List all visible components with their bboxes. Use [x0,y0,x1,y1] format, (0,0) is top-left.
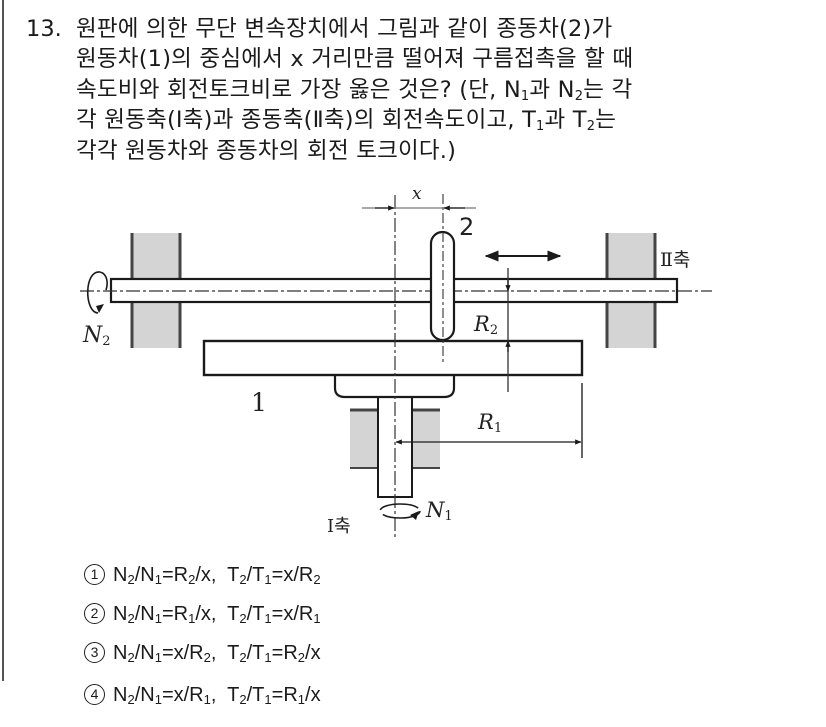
label-x: x [412,184,422,204]
subscript: 2 [127,611,135,626]
driving-disk-1 [202,339,584,377]
subscript: 2 [188,572,196,587]
text: /x [195,564,211,586]
subscript: 2 [127,572,135,587]
text: /x [305,642,321,664]
page-left-border [2,0,4,681]
label-R1: R1 [478,410,503,436]
subscript: 2 [297,650,306,665]
subscript: 1 [444,509,453,524]
subscript: 1 [520,89,530,104]
text: R [173,564,189,586]
text: N [140,603,155,625]
text: 는 각 [583,77,633,103]
text: 각 원동축(Ⅰ축)과 종동축(Ⅱ축)의 회전속도이고, T [76,107,537,133]
question-line-4: 각 원동축(Ⅰ축)과 종동축(Ⅱ축)의 회전속도이고, T1과 T2는 [76,105,616,135]
text: N [113,684,128,706]
cvt-disk-diagram [80,194,712,540]
subscript: 2 [203,650,211,665]
label-N1: N1 [426,498,453,524]
label-disk-1: 1 [251,388,267,417]
text: N [83,323,103,348]
text: N [140,642,155,664]
option-marker: 4 [84,684,105,705]
subscript: 2 [313,572,321,587]
text: 는 [595,107,617,133]
option-marker: 1 [84,564,105,585]
text: N [426,498,445,522]
subscript: 1 [203,692,211,707]
text: /x [195,603,211,625]
label-wheel-2: 2 [459,213,475,241]
dimension-R1 [395,383,583,458]
label-N2: N2 [83,323,111,348]
question-line-5: 각각 원동차와 종동차의 회전 토크이다.) [76,138,457,164]
text: x/R [173,642,204,664]
subscript: 2 [127,650,135,665]
label-axis-1: Ⅰ축 [327,516,351,537]
subscript: 1 [154,611,162,626]
subscript: 1 [297,692,306,707]
text: R [283,642,298,664]
text: 과 T [544,107,587,133]
subscript: 1 [188,611,196,626]
text: /x [305,684,321,706]
text: N [140,564,155,586]
subscript: 2 [102,334,111,349]
label-axis-2: Ⅱ축 [660,249,691,271]
rotation-N1-icon [379,503,421,520]
rotation-N2-icon [87,271,108,314]
text: R [173,603,189,625]
option-marker: 2 [84,603,105,624]
subscript: 1 [493,421,503,436]
text: R [283,684,298,706]
text: N [140,684,155,706]
shaft-axis-2 [80,277,712,304]
text: x/R [283,564,314,586]
question-line-3: 속도비와 회전토크비로 가장 옳은 것은? (단, N1과 N2는 각 [76,75,632,105]
subscript: 2 [127,692,135,707]
text: N [113,642,128,664]
subscript: 1 [154,692,162,707]
text: 속도비와 회전토크비로 가장 옳은 것은? (단, N [76,77,521,103]
question-number: 13. [26,16,62,42]
subscript: 1 [313,611,321,626]
text: x/R [173,684,204,706]
subscript: 2 [489,323,499,338]
text: x/R [283,603,314,625]
subscript: 2 [574,89,584,104]
text: N [113,564,128,586]
text: N [113,603,128,625]
subscript: 1 [154,572,162,587]
subscript: 2 [586,119,596,134]
question-line-1: 원판에 의한 무단 변속장치에서 그림과 같이 종동차(2)가 [76,16,613,42]
text: 과 N [529,77,575,103]
label-R2: R2 [474,312,499,338]
subscript: 1 [154,650,162,665]
subscript: 1 [536,119,545,134]
question-line-2: 원동차(1)의 중심에서 x 거리만큼 떨어져 구름접촉을 할 때 [76,46,634,72]
text: R [474,312,490,336]
text: R [478,410,494,434]
option-marker: 3 [84,642,105,663]
